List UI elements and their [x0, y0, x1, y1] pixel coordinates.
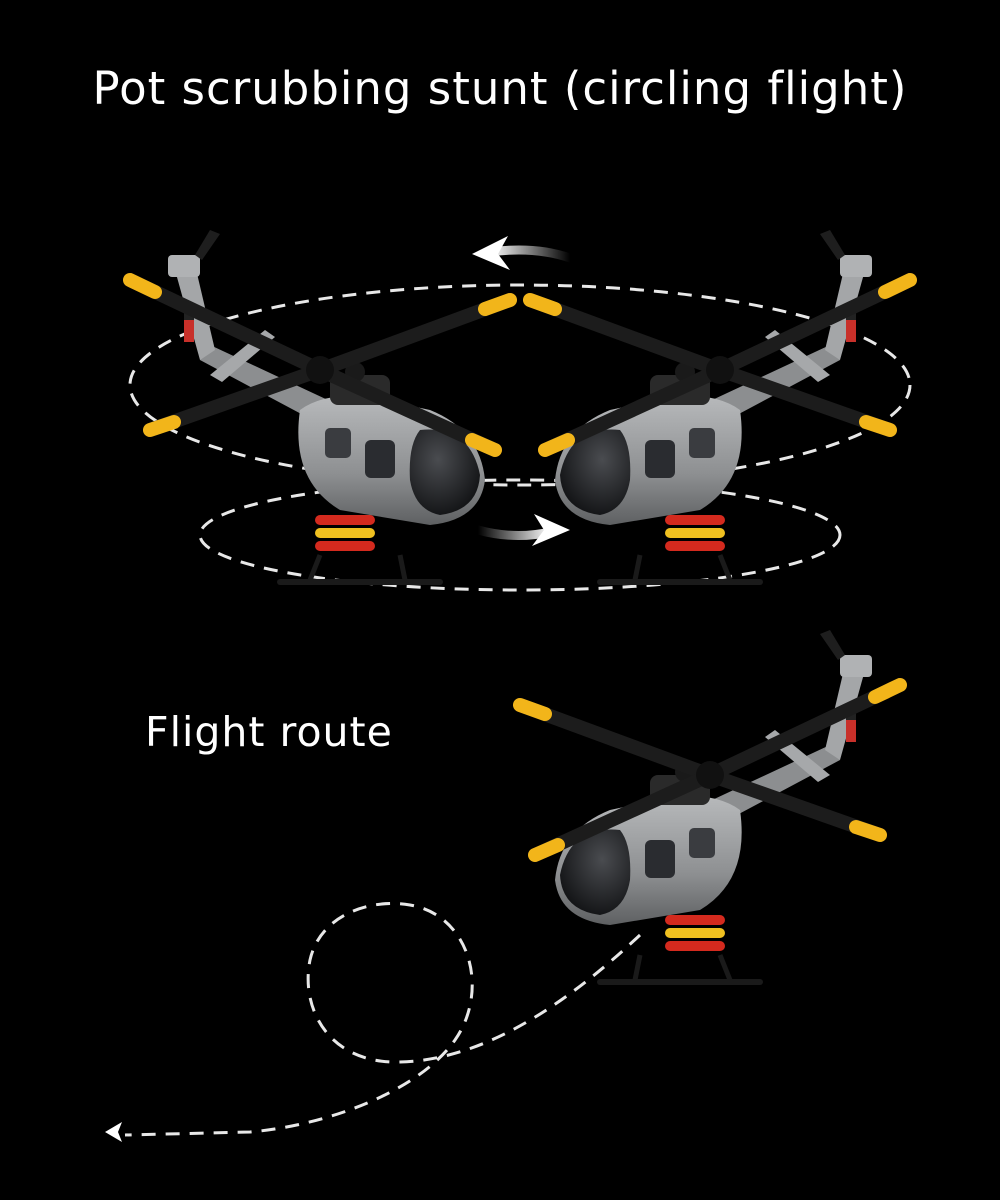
arrowhead-icon [105, 1122, 122, 1142]
page-title: Pot scrubbing stunt (circling flight) [92, 62, 908, 115]
loop-flight-path [105, 902, 642, 1142]
rotation-arrow-bottom-icon [473, 514, 570, 546]
helicopter-single [520, 630, 900, 982]
rotation-arrow-top-icon [472, 236, 575, 270]
helicopter-left [130, 230, 510, 582]
circular-path [128, 283, 912, 592]
flight-route-label: Flight route [145, 708, 393, 756]
helicopter-right [530, 230, 910, 582]
